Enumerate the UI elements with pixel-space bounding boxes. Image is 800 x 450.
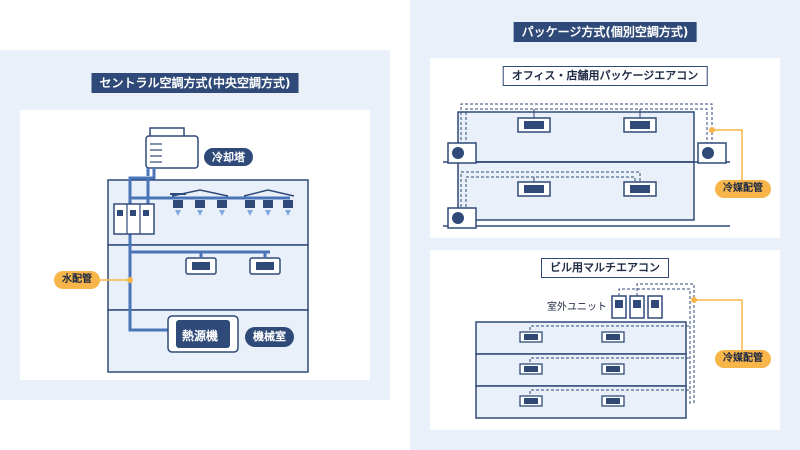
building-cassette-icons [519,331,625,407]
central-title: セントラル空調方式(中央空調方式) [91,73,299,93]
building-refrigerant-label: 冷媒配管 [715,350,771,368]
building-floor-3 [475,385,687,419]
office-cassette-icons [517,117,657,197]
outdoor-unit-label: 室外ユニット [547,302,607,313]
machine-room-label: 機械室 [245,327,294,347]
cassette-ac-icons [185,257,281,275]
building-outdoor-unit-icons [611,295,663,319]
refrigerant-pipe-lines [460,103,713,212]
air-handling-unit-icon [113,203,155,235]
cooling-tower-icon [145,127,199,169]
air-flow-icons [175,210,291,216]
building-floor-2 [475,353,687,387]
floor-middle [107,244,309,311]
outdoor-unit-icons [447,142,727,229]
package-title: パッケージ方式(個別空調方式) [513,22,697,42]
water-pipe-label: 水配管 [54,271,100,289]
building-refrigerant-lines [529,283,695,405]
building-title: ビル用マルチエアコン [541,258,669,278]
heat-source-label: 熱源機 [182,329,219,343]
office-title: オフィス・店舗用パッケージエアコン [502,66,708,86]
cooling-tower-label: 冷却塔 [204,148,253,166]
building-floor-1 [475,321,687,355]
office-refrigerant-label: 冷媒配管 [715,180,771,198]
